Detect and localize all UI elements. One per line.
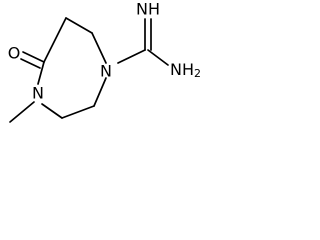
atom-ring-n-top: N xyxy=(100,62,112,81)
bond-ring-carbonyl-to-ch2 xyxy=(43,17,67,63)
bond-carbonyl-double-a xyxy=(22,51,45,63)
bond-ring-ch2-bottom xyxy=(61,105,95,119)
bond-ring-ch2-top xyxy=(65,17,93,34)
bond-amidine-amine xyxy=(147,49,169,66)
bond-carbonyl-double-b xyxy=(20,58,41,69)
bond-ring-n-top-to-ch2 xyxy=(93,77,107,107)
atom-amine-nh: NH xyxy=(170,60,194,79)
atom-amine-subscript: 2 xyxy=(194,67,201,80)
structural-formula: N N O NH NH2 xyxy=(8,0,201,123)
bond-ring-n-bottom-to-carbonyl xyxy=(37,61,45,85)
bond-n-to-amidine-carbon xyxy=(117,49,146,64)
atom-carbonyl-o: O xyxy=(8,44,21,63)
atom-amine-nh2: NH2 xyxy=(170,60,201,81)
atom-ring-n-bottom: N xyxy=(32,84,44,103)
bond-ring-ch2-to-n-bottom xyxy=(41,103,63,119)
bond-ring-ch2-to-n-top xyxy=(91,32,107,64)
bond-n-methyl xyxy=(9,101,35,123)
atom-imine-nh: NH xyxy=(136,0,160,19)
